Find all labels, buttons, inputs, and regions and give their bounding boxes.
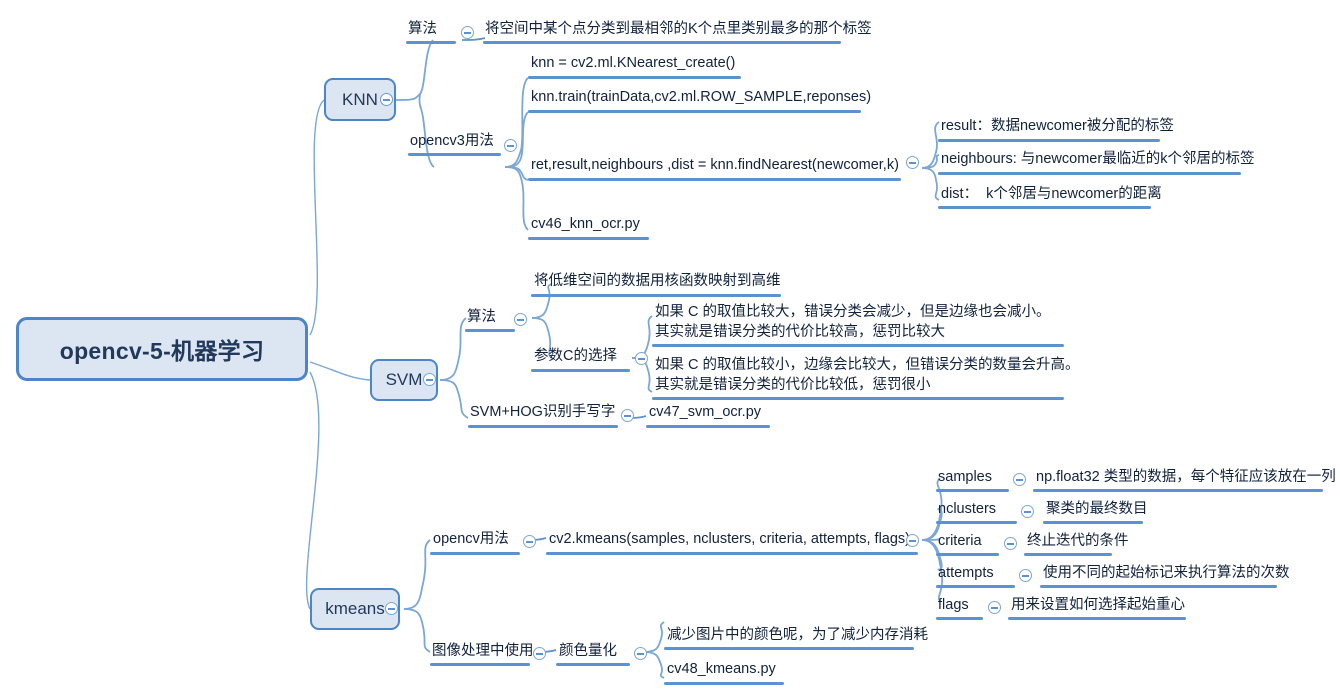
underline-knn-opencv3 (408, 153, 501, 156)
underline-knn-dist (938, 206, 1151, 209)
node-svm-algo-label[interactable]: 算法 (467, 309, 496, 325)
underline-kmeans-criteria (936, 553, 999, 556)
underline-svm-hog (468, 425, 618, 428)
node-kmeans-nclusters-label[interactable]: nclusters (938, 501, 997, 517)
underline-kmeans-samples (936, 489, 1009, 492)
node-knn-algo-label[interactable]: 算法 (408, 21, 437, 37)
collapse-toggle-svm-param-c[interactable] (635, 352, 648, 365)
node-kmeans-flags-desc[interactable]: 用来设置如何选择起始重心 (1011, 597, 1185, 613)
node-kmeans-image-label[interactable]: 图像处理中使用 (432, 643, 534, 659)
underline-knn-result (938, 139, 1160, 142)
collapse-toggle-svm-hog[interactable] (621, 409, 634, 422)
underline-kmeans-quant-desc (664, 647, 914, 650)
underline-kmeans-samples-desc (1033, 489, 1323, 492)
collapse-toggle-knn-findnearest[interactable] (906, 156, 919, 169)
node-kmeans-criteria-label[interactable]: criteria (938, 533, 982, 549)
collapse-toggle-kmeans[interactable] (385, 602, 398, 615)
node-svm-ocr-file[interactable]: cv47_svm_ocr.py (649, 404, 762, 420)
branch-node-kmeans-label: kmeans (325, 599, 385, 618)
collapse-toggle-kmeans-attempts[interactable] (1019, 569, 1032, 582)
underline-kmeans-flags (936, 617, 983, 620)
node-kmeans-color-quant-label[interactable]: 颜色量化 (559, 643, 617, 659)
branch-node-svm[interactable]: SVM (370, 359, 438, 401)
node-kmeans-flags-label[interactable]: flags (938, 597, 969, 613)
node-knn-create[interactable]: knn = cv2.ml.KNearest_create() (531, 55, 736, 71)
collapse-toggle-kmeans-image[interactable] (533, 647, 546, 660)
node-knn-neighbours[interactable]: neighbours: 与newcomer最临近的k个邻居的标签 (941, 151, 1255, 167)
underline-svm-c-small (652, 397, 1064, 400)
branch-node-svm-label: SVM (385, 370, 423, 389)
underline-kmeans-criteria-desc (1024, 553, 1112, 556)
underline-knn-algo-desc (483, 41, 841, 44)
underline-knn-findnearest (528, 178, 901, 181)
collapse-toggle-kmeans-color-quant[interactable] (634, 647, 647, 660)
node-kmeans-nclusters-desc[interactable]: 聚类的最终数目 (1046, 501, 1148, 517)
underline-kmeans-image (430, 663, 530, 666)
underline-kmeans-opencv (430, 552, 520, 555)
node-svm-c-large-line1[interactable]: 如果 C 的取值比较大，错误分类会减少，但是边缘也会减小。 (655, 304, 1051, 320)
collapse-toggle-svm[interactable] (423, 373, 436, 386)
underline-kmeans-flags-desc (1008, 617, 1186, 620)
underline-knn-algo (406, 41, 456, 44)
node-svm-param-c-label[interactable]: 参数C的选择 (534, 348, 617, 364)
node-svm-c-small-line1[interactable]: 如果 C 的取值比较小，边缘会比较大，但错误分类的数量会升高。 (655, 357, 1080, 373)
collapse-toggle-kmeans-samples[interactable] (1013, 473, 1026, 486)
underline-knn-train (528, 110, 861, 113)
node-svm-c-large-line2[interactable]: 其实就是错误分类的代价比较高，惩罚比较大 (655, 324, 945, 340)
node-knn-train[interactable]: knn.train(trainData,cv2.ml.ROW_SAMPLE,re… (531, 89, 872, 105)
collapse-toggle-knn-opencv3[interactable] (504, 139, 517, 152)
collapse-toggle-kmeans-nclusters[interactable] (1021, 505, 1034, 518)
underline-knn-create (528, 76, 741, 79)
collapse-toggle-kmeans-flags[interactable] (988, 601, 1001, 614)
collapse-toggle-knn[interactable] (380, 93, 393, 106)
node-knn-result[interactable]: result：数据newcomer被分配的标签 (941, 118, 1174, 134)
node-knn-dist[interactable]: dist： k个邻居与newcomer的距离 (941, 186, 1162, 202)
underline-kmeans-attempts (936, 585, 1015, 588)
node-kmeans-criteria-desc[interactable]: 终止迭代的条件 (1027, 533, 1129, 549)
node-knn-findnearest[interactable]: ret,result,neighbours ,dist = knn.findNe… (531, 157, 899, 173)
underline-kmeans-color-quant (556, 663, 630, 666)
branch-node-knn-label: KNN (342, 89, 378, 109)
node-svm-kernel[interactable]: 将低维空间的数据用核函数映射到高维 (534, 273, 781, 289)
underline-svm-param-c (531, 369, 630, 372)
collapse-toggle-svm-algo[interactable] (514, 313, 527, 326)
underline-kmeans-file (664, 682, 784, 685)
collapse-toggle-knn-algo[interactable] (461, 26, 474, 39)
underline-svm-algo (465, 329, 515, 332)
node-kmeans-attempts-desc[interactable]: 使用不同的起始标记来执行算法的次数 (1043, 565, 1290, 581)
node-kmeans-call[interactable]: cv2.kmeans(samples, nclusters, criteria,… (549, 531, 911, 547)
node-kmeans-attempts-label[interactable]: attempts (938, 565, 994, 581)
underline-kmeans-attempts-desc (1040, 585, 1277, 588)
node-svm-hog-label[interactable]: SVM+HOG识别手写字 (470, 404, 616, 420)
node-kmeans-quant-desc[interactable]: 减少图片中的颜色呢，为了减少内存消耗 (667, 627, 928, 643)
underline-knn-neighbours (938, 172, 1241, 175)
node-kmeans-samples-label[interactable]: samples (938, 469, 992, 485)
underline-kmeans-nclusters (936, 521, 1017, 524)
underline-svm-c-large (652, 344, 1064, 347)
node-knn-ocr-file[interactable]: cv46_knn_ocr.py (531, 216, 640, 232)
underline-svm-kernel (531, 294, 781, 297)
node-kmeans-opencv-label[interactable]: opencv用法 (433, 531, 509, 547)
node-knn-algo-desc[interactable]: 将空间中某个点分类到最相邻的K个点里类别最多的那个标签 (485, 21, 872, 37)
underline-kmeans-call (546, 552, 918, 555)
node-knn-opencv3-label[interactable]: opencv3用法 (410, 133, 494, 149)
root-node-label: opencv-5-机器学习 (59, 338, 265, 364)
node-kmeans-samples-desc[interactable]: np.float32 类型的数据，每个特征应该放在一列 (1036, 469, 1336, 485)
root-node[interactable]: opencv-5-机器学习 (16, 317, 308, 381)
collapse-toggle-kmeans-criteria[interactable] (1004, 537, 1017, 550)
underline-knn-ocr-file (528, 237, 649, 240)
collapse-toggle-kmeans-opencv[interactable] (523, 535, 536, 548)
collapse-toggle-kmeans-call[interactable] (906, 534, 919, 547)
node-svm-c-small-line2[interactable]: 其实就是错误分类的代价比较低，惩罚很小 (655, 377, 931, 393)
underline-kmeans-nclusters-desc (1043, 521, 1143, 524)
underline-svm-ocr-file (646, 425, 770, 428)
node-kmeans-file[interactable]: cv48_kmeans.py (667, 661, 776, 677)
